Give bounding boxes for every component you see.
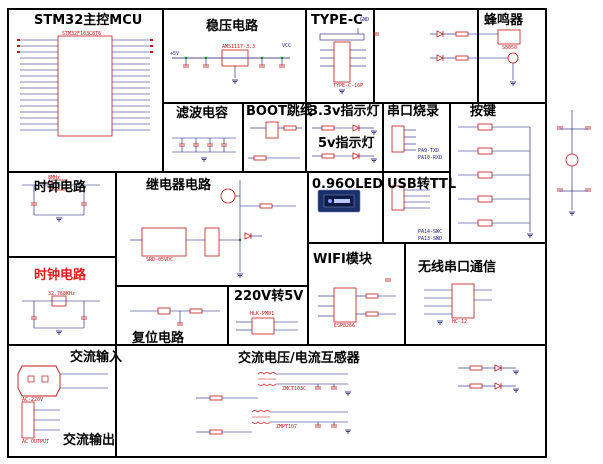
- acdc-part-label: HLK-PM01: [250, 311, 275, 317]
- regulator-part-label: AMS1117-3.3: [222, 44, 256, 50]
- crystal2-label: 32.768KHz: [48, 291, 76, 297]
- ac-output-socket: [21, 401, 60, 439]
- ac-in-part-label: AC-220V: [22, 397, 44, 403]
- panel-title-filter-cap: 滤波电容: [176, 106, 229, 121]
- keys-schematic: [458, 123, 534, 238]
- panel-title-led5: 5v指示灯: [318, 136, 375, 151]
- panel-title-ac-out: 交流输出: [63, 433, 116, 448]
- power-led-schematic: [312, 124, 378, 163]
- ttl-pa14-label: PA14-SWC: [418, 229, 443, 235]
- mcu-part-label: STM32F103C8T6: [62, 31, 102, 37]
- panel-title-boot: BOOT跳线: [246, 104, 313, 119]
- panel-title-clock1: 时钟电路: [34, 180, 87, 195]
- panel-title-regulator: 稳压电路: [206, 19, 259, 34]
- filter-cap-schematic: [172, 137, 236, 162]
- wifi-schematic: [318, 278, 396, 323]
- uart-pa9-label: PA9-TXD: [418, 148, 440, 154]
- reset-schematic: [130, 307, 220, 326]
- panel-title-mcu: STM32主控MCU: [34, 13, 143, 28]
- panel-title-sensor: 交流电压/电流互感器: [238, 351, 360, 366]
- panel-title-reset: 复位电路: [132, 331, 185, 346]
- pt-part-label: ZMPT107: [276, 424, 298, 430]
- panel-title-wireless: 无线串口通信: [418, 260, 497, 275]
- wireless-schematic: [424, 283, 492, 325]
- oled-display-graphic: [317, 189, 361, 213]
- uart-header-schematic: [391, 125, 416, 153]
- panel-title-uart-burn: 串口烧录: [387, 104, 440, 119]
- typec-part-label: TYPE-C-16P: [333, 83, 364, 89]
- buzzer-schematic: [430, 29, 521, 86]
- uart-pa10-label: PA10-RXD: [418, 155, 443, 161]
- clock2-schematic: [22, 295, 100, 335]
- panel-title-typec: TYPE-C: [311, 13, 363, 28]
- panel-title-acdc: 220V转5V: [234, 289, 304, 304]
- boot-schematic: [248, 121, 302, 161]
- buzzer-q-label: S8050: [502, 45, 518, 51]
- panel-title-usb-ttl: USB转TTL: [387, 177, 457, 192]
- panel-title-led33: 3.3v指示灯: [309, 104, 380, 119]
- regulator-out-label: VCC: [282, 43, 292, 49]
- mcu-schematic: [17, 35, 153, 137]
- ttl-pa13-label: PA13-SWD: [418, 236, 443, 242]
- extra-components-right: [556, 110, 592, 216]
- ct-part-label: ZMCT103C: [282, 386, 307, 392]
- usb-ttl-schematic: [391, 185, 430, 211]
- ac-out-part-label: AC OUTPUT: [22, 439, 50, 445]
- relay-schematic: [130, 180, 296, 278]
- extra-leds-bottom-right: [458, 364, 520, 393]
- acdc-schematic: [236, 317, 298, 335]
- panel-title-clock2: 时钟电路: [34, 268, 87, 283]
- typec-schematic: [319, 28, 380, 94]
- panel-title-wifi: WIFI模块: [313, 252, 372, 267]
- panel-title-oled: 0.96OLED: [312, 177, 384, 192]
- relay-part-label: SRD-05VDC: [146, 257, 174, 263]
- panel-title-ac-in: 交流输入: [70, 350, 123, 365]
- panel-title-relay: 继电器电路: [146, 178, 212, 193]
- sensor-schematic: [196, 372, 352, 435]
- regulator-in-label: +5V: [170, 51, 180, 57]
- wireless-part-label: HC-12: [452, 319, 468, 325]
- panel-title-buzzer: 蜂鸣器: [484, 13, 524, 28]
- regulator-schematic: [172, 49, 290, 84]
- typec-gnd-label: GND: [360, 17, 370, 23]
- panel-title-keys: 按键: [470, 104, 497, 119]
- clock1-schematic: [22, 179, 100, 222]
- ac-input-socket: [17, 365, 108, 397]
- panel-frame: [7, 8, 547, 458]
- crystal1-label: 8MHz: [48, 175, 61, 181]
- wifi-part-label: ESP8266: [334, 323, 356, 329]
